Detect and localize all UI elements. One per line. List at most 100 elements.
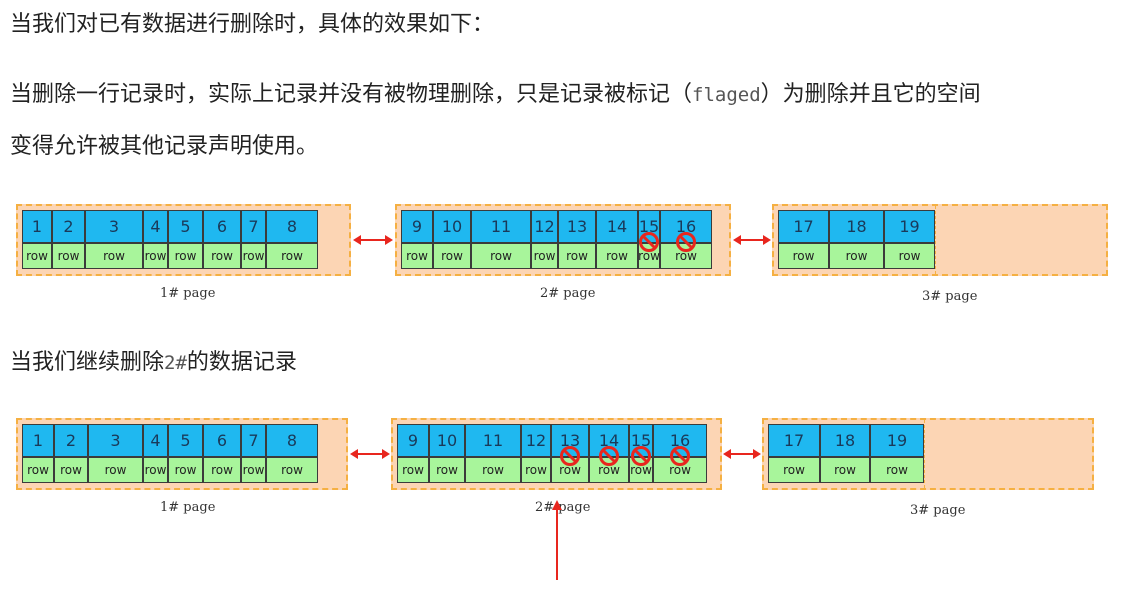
record-id-cell: 11 xyxy=(465,424,521,457)
record-id-cell: 13 xyxy=(551,424,589,457)
record-id-cell: 3 xyxy=(88,424,143,457)
no-entry-icon xyxy=(631,446,651,466)
record-id-cell: 8 xyxy=(266,210,318,243)
record-id-cell: 14 xyxy=(596,210,638,243)
record-id-cell: 4 xyxy=(143,424,168,457)
record-id-cell: 9 xyxy=(401,210,433,243)
record-id-cell: 4 xyxy=(143,210,168,243)
inline-code-flaged: flaged xyxy=(692,84,761,106)
record-id-cell: 6 xyxy=(203,210,241,243)
double-arrow-icon xyxy=(350,449,390,459)
record-row-cell: row xyxy=(168,457,203,483)
page-label: 1# page xyxy=(160,286,216,301)
record-row-cell: row xyxy=(22,457,54,483)
record-row-cell: row xyxy=(778,243,829,269)
record-row-cell: row xyxy=(241,457,266,483)
record-id-cell: 12 xyxy=(521,424,551,457)
record-row-cell: row xyxy=(88,457,143,483)
record-row-cell: row xyxy=(266,243,318,269)
record-id-cell: 5 xyxy=(168,424,203,457)
free-space-area xyxy=(935,206,936,274)
no-entry-icon xyxy=(560,446,580,466)
double-arrow-icon xyxy=(723,449,761,459)
no-entry-icon xyxy=(639,232,659,252)
record-row-cell: row xyxy=(660,243,712,269)
page-label: 2# page xyxy=(535,500,591,515)
record-id-cell: 1 xyxy=(22,424,54,457)
record-row-cell: row xyxy=(465,457,521,483)
record-row-cell: row xyxy=(471,243,531,269)
record-id-cell: 10 xyxy=(433,210,471,243)
record-id-cell: 19 xyxy=(870,424,924,457)
record-id-cell: 7 xyxy=(241,424,266,457)
second-step-text-a: 当我们继续删除 xyxy=(10,350,165,375)
inline-code-page: 2# xyxy=(164,352,187,374)
record-row-cell: row xyxy=(531,243,558,269)
record-id-cell: 3 xyxy=(85,210,143,243)
double-arrow-icon xyxy=(733,235,771,245)
description-text-b: ）为删除并且它的空间 xyxy=(760,82,981,107)
free-space-area xyxy=(924,420,925,488)
record-row-cell: row xyxy=(85,243,143,269)
record-row-cell: row xyxy=(168,243,203,269)
record-id-cell: 19 xyxy=(884,210,935,243)
record-row-cell: row xyxy=(143,243,168,269)
record-row-cell: row xyxy=(521,457,551,483)
second-step-text-b: 的数据记录 xyxy=(186,350,297,375)
record-row-cell: row xyxy=(433,243,471,269)
record-row-cell: row xyxy=(143,457,168,483)
record-row-cell: row xyxy=(829,243,884,269)
record-row-cell: row xyxy=(52,243,85,269)
record-row-cell: row xyxy=(820,457,870,483)
record-row-cell: row xyxy=(203,457,241,483)
intro-line: 当我们对已有数据进行删除时，具体的效果如下： xyxy=(10,12,495,37)
record-id-cell: 18 xyxy=(820,424,870,457)
record-id-cell: 18 xyxy=(829,210,884,243)
record-row-cell: row xyxy=(884,243,935,269)
record-row-cell: row xyxy=(768,457,820,483)
page-label: 2# page xyxy=(540,286,596,301)
record-row-cell: row xyxy=(596,243,638,269)
record-id-cell: 17 xyxy=(778,210,829,243)
description-line-1: 当删除一行记录时，实际上记录并没有被物理删除，只是记录被标记（flaged）为删… xyxy=(10,76,981,108)
record-row-cell: row xyxy=(266,457,318,483)
record-row-cell: row xyxy=(397,457,429,483)
record-row-cell: row xyxy=(203,243,241,269)
record-id-cell: 8 xyxy=(266,424,318,457)
record-id-cell: 1 xyxy=(22,210,52,243)
record-id-cell: 12 xyxy=(531,210,558,243)
description-line-2: 变得允许被其他记录声明使用。 xyxy=(10,134,319,159)
record-row-cell: row xyxy=(551,457,589,483)
record-id-cell: 11 xyxy=(471,210,531,243)
record-id-cell: 17 xyxy=(768,424,820,457)
record-id-cell: 10 xyxy=(429,424,465,457)
description-text-a: 当删除一行记录时，实际上记录并没有被物理删除，只是记录被标记（ xyxy=(10,82,693,107)
no-entry-icon xyxy=(670,446,690,466)
second-step-line: 当我们继续删除2#的数据记录 xyxy=(10,344,297,376)
up-arrow-icon xyxy=(552,500,562,580)
record-id-cell: 2 xyxy=(54,424,88,457)
record-row-cell: row xyxy=(22,243,52,269)
page-label: 3# page xyxy=(910,503,966,518)
page-label: 1# page xyxy=(160,500,216,515)
record-id-cell: 5 xyxy=(168,210,203,243)
record-row-cell: row xyxy=(241,243,266,269)
record-id-cell: 13 xyxy=(558,210,596,243)
page-label: 3# page xyxy=(922,289,978,304)
record-id-cell: 2 xyxy=(52,210,85,243)
no-entry-icon xyxy=(599,446,619,466)
record-row-cell: row xyxy=(870,457,924,483)
no-entry-icon xyxy=(676,232,696,252)
record-row-cell: row xyxy=(558,243,596,269)
record-row-cell: row xyxy=(589,457,629,483)
record-row-cell: row xyxy=(401,243,433,269)
record-row-cell: row xyxy=(429,457,465,483)
record-id-cell: 16 xyxy=(653,424,707,457)
double-arrow-icon xyxy=(353,235,393,245)
record-id-cell: 9 xyxy=(397,424,429,457)
